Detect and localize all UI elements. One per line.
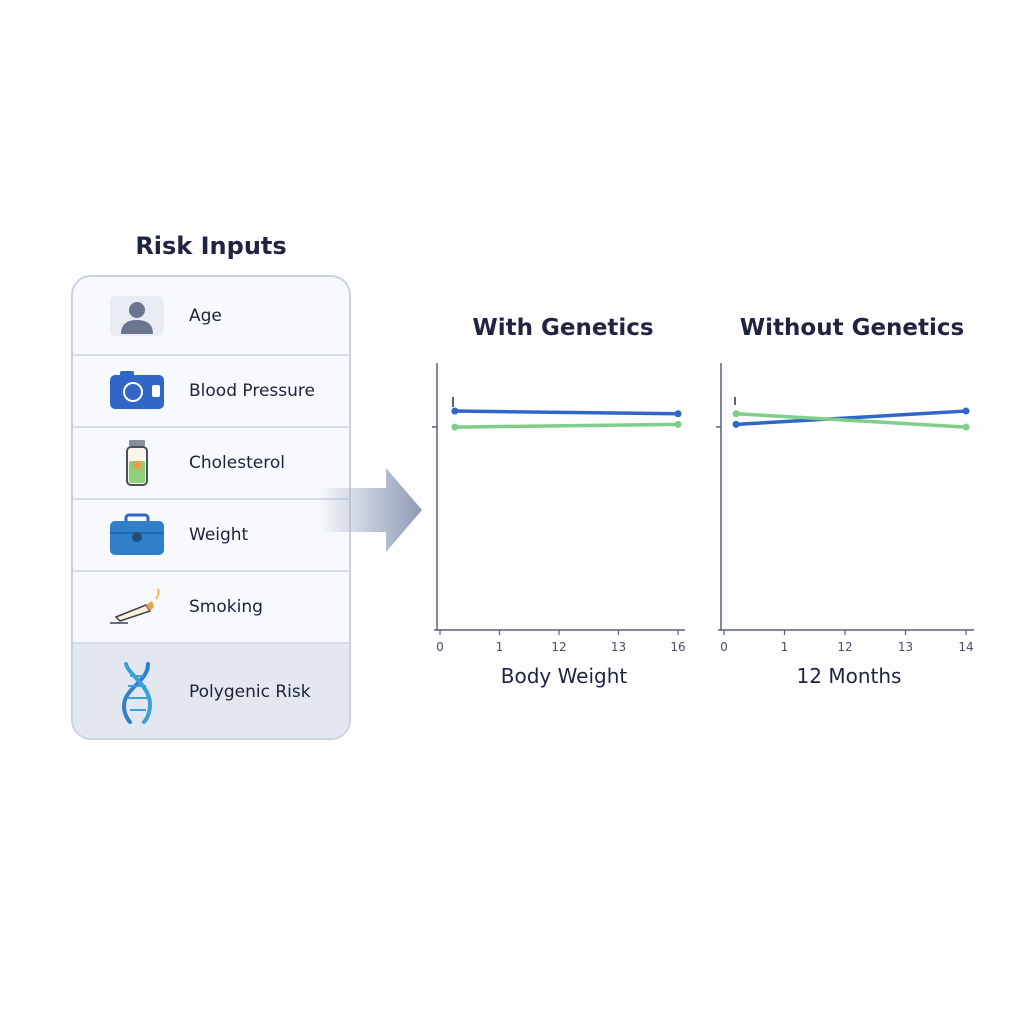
x-tick-label: 1 (496, 640, 504, 654)
blood-pressure-monitor-icon (107, 367, 167, 415)
flow-arrow-icon (318, 468, 422, 552)
series-point (451, 423, 459, 431)
x-tick-label: 16 (670, 640, 685, 654)
chart-xlabel-12-months: 12 Months (796, 664, 902, 688)
series-point (962, 423, 970, 431)
risk-input-row-age[interactable]: Age (73, 277, 349, 356)
risk-input-row-weight[interactable]: Weight (73, 500, 349, 572)
series-line-0 (453, 409, 680, 416)
series-point (674, 410, 682, 418)
x-tick-label: 0 (720, 640, 728, 654)
scale-icon (107, 511, 167, 559)
cigarette-icon (107, 583, 167, 631)
chart-without-genetics: 0 1 12 13 14 (716, 363, 974, 654)
series-line-1 (734, 411, 968, 429)
x-tick-label: 1 (781, 640, 789, 654)
risk-inputs-panel: Age Blood Pressure Cholesterol (71, 275, 351, 740)
risk-input-row-polygenic-risk[interactable]: Polygenic Risk (73, 644, 349, 738)
series-line-0 (734, 409, 968, 427)
risk-input-label: Polygenic Risk (189, 682, 311, 702)
person-icon (107, 292, 167, 340)
chart-xlabel-body-weight: Body Weight (500, 664, 628, 688)
series-line-1 (453, 422, 680, 429)
series-point (674, 420, 682, 428)
chart-title-with-genetics: With Genetics (472, 315, 654, 341)
risk-input-label: Weight (189, 525, 249, 545)
risk-input-row-blood-pressure[interactable]: Blood Pressure (73, 356, 349, 428)
risk-input-row-cholesterol[interactable]: Cholesterol (73, 428, 349, 500)
x-tick-label: 0 (436, 640, 444, 654)
dna-icon (107, 662, 167, 724)
x-tick-label: 13 (898, 640, 913, 654)
series-point (732, 410, 740, 418)
series-point (962, 407, 970, 415)
x-tick-label: 12 (837, 640, 852, 654)
chart-title-without-genetics: Without Genetics (739, 315, 965, 341)
risk-input-label: Smoking (189, 597, 263, 617)
risk-input-label: Blood Pressure (189, 381, 315, 401)
chart-with-genetics: 0 1 12 13 16 (432, 363, 686, 654)
series-point (732, 420, 740, 428)
x-tick-label: 12 (551, 640, 566, 654)
x-tick-label: 14 (958, 640, 973, 654)
series-point (451, 407, 459, 415)
x-tick-label: 13 (611, 640, 626, 654)
panel-title: Risk Inputs (135, 232, 287, 260)
risk-input-label: Cholesterol (189, 453, 285, 473)
risk-input-row-smoking[interactable]: Smoking (73, 572, 349, 644)
risk-input-label: Age (189, 305, 222, 326)
vial-icon (107, 439, 167, 487)
